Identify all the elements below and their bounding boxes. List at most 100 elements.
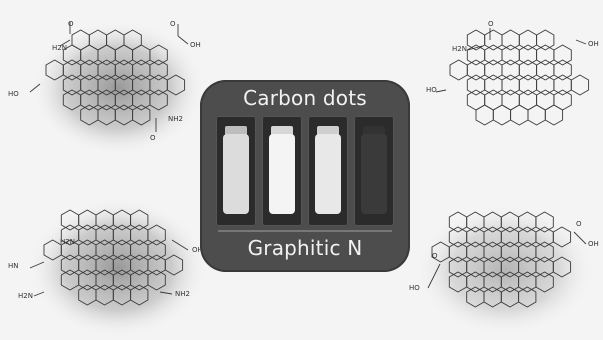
- vial-2: [262, 116, 302, 226]
- ring: [553, 44, 572, 66]
- ring: [527, 104, 546, 126]
- molecule-top-left: [29, 22, 189, 132]
- ring: [536, 74, 555, 96]
- ring: [484, 74, 503, 96]
- bond: [33, 291, 45, 297]
- vial-glass: [223, 134, 249, 214]
- ring: [518, 74, 538, 96]
- label-o: O: [488, 20, 494, 28]
- vial-cap: [271, 126, 293, 136]
- ring: [535, 271, 554, 293]
- ring: [501, 29, 520, 51]
- ring: [570, 74, 590, 96]
- label-h2n: H2N: [452, 45, 467, 53]
- vial-1: [216, 116, 256, 226]
- molecule-bottom-right: [427, 211, 587, 308]
- panel-caption: Graphitic N: [247, 236, 363, 260]
- vial-3: [308, 116, 348, 226]
- bond: [59, 39, 71, 47]
- label-hn: HN: [8, 262, 19, 270]
- bond: [573, 231, 587, 245]
- label-o: O: [68, 20, 74, 28]
- ring: [466, 59, 486, 81]
- ring: [484, 59, 503, 81]
- label-o: O: [576, 220, 582, 228]
- ring: [484, 29, 503, 51]
- halo-bottom-right: [415, 204, 595, 336]
- ring: [149, 44, 168, 66]
- ring: [466, 74, 486, 96]
- ring: [535, 211, 554, 233]
- ring: [535, 241, 554, 263]
- ring: [484, 44, 503, 66]
- ring: [149, 59, 168, 81]
- vial-cap: [317, 126, 339, 136]
- ring: [552, 226, 572, 248]
- ring: [501, 44, 520, 66]
- bond: [171, 239, 189, 251]
- molecule-top-right: [435, 28, 590, 126]
- halo-bottom-left: [28, 198, 208, 338]
- vial-cap: [363, 126, 385, 136]
- ring: [501, 74, 520, 96]
- label-o: O: [432, 252, 438, 260]
- label-ho: HO: [426, 86, 437, 94]
- label-h2n: H2N: [52, 44, 67, 52]
- bond: [427, 263, 441, 289]
- label-oh: OH: [192, 246, 203, 254]
- ring: [466, 29, 486, 51]
- halo-top-left: [30, 20, 206, 156]
- label-o: O: [170, 20, 176, 28]
- ring: [130, 284, 149, 306]
- ring: [166, 74, 186, 96]
- carbon-dots-panel: Carbon dots Graphitic N: [200, 80, 410, 272]
- label-nh2: NH2: [175, 290, 190, 298]
- vial-glass: [269, 134, 295, 214]
- bond: [29, 261, 45, 269]
- bond: [435, 89, 447, 93]
- bond: [29, 83, 41, 93]
- label-ho: HO: [409, 284, 420, 292]
- label-nh2: NH2: [168, 115, 183, 123]
- ring: [552, 256, 572, 278]
- panel-title: Carbon dots: [243, 86, 367, 110]
- vial-row: [216, 116, 394, 226]
- panel-divider: [218, 230, 392, 232]
- ring: [149, 89, 168, 111]
- label-oh: OH: [190, 41, 201, 49]
- ring: [510, 104, 529, 126]
- ring: [536, 29, 555, 51]
- label-h2n: H2N: [60, 238, 75, 246]
- ring: [518, 59, 538, 81]
- bond: [575, 39, 587, 45]
- ring: [501, 59, 520, 81]
- label-h2n: H2N: [18, 292, 33, 300]
- ring: [518, 286, 537, 308]
- vial-glass: [315, 134, 341, 214]
- ring: [164, 254, 184, 276]
- ring: [147, 269, 166, 291]
- ring: [147, 224, 166, 246]
- ring: [449, 59, 468, 81]
- label-oh: OH: [588, 40, 599, 48]
- vial-glass: [361, 134, 387, 214]
- label-ho: HO: [8, 90, 19, 98]
- ring: [147, 239, 166, 261]
- ring: [130, 209, 149, 231]
- molecule-bottom-left: [29, 209, 189, 306]
- label-o: O: [150, 134, 156, 142]
- ring: [518, 29, 538, 51]
- ring: [544, 104, 564, 126]
- ring: [475, 104, 494, 126]
- ring: [553, 59, 572, 81]
- ring: [132, 104, 151, 126]
- ring: [536, 59, 555, 81]
- ring: [536, 44, 555, 66]
- label-oh: OH: [588, 240, 599, 248]
- ring: [492, 104, 512, 126]
- bond: [177, 35, 189, 45]
- ring: [553, 74, 572, 96]
- vial-cap: [225, 126, 247, 136]
